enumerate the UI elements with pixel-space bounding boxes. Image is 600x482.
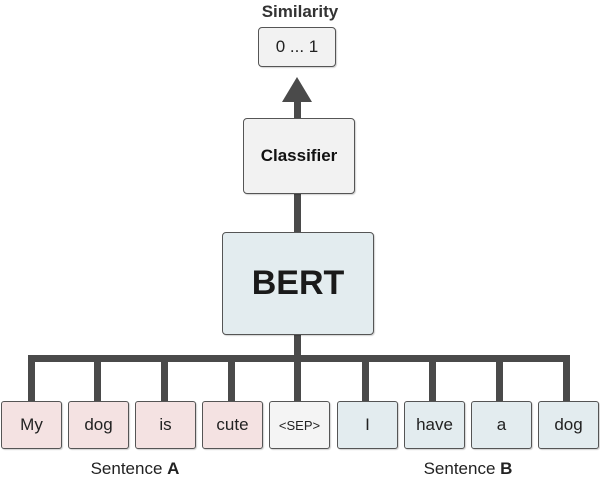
connector-drop-2: [94, 355, 101, 402]
connector-drop-9: [563, 355, 570, 402]
token-sentence-b-3: a: [471, 401, 532, 449]
token-text: cute: [216, 415, 249, 434]
connector-drop-1: [28, 355, 35, 402]
sentence-b-prefix: Sentence: [423, 459, 501, 478]
connector-drop-4: [228, 355, 235, 402]
token-text: dog: [554, 415, 583, 434]
similarity-output-box: 0 ... 1: [258, 27, 336, 67]
connector-drop-6: [362, 355, 369, 402]
similarity-range: 0 ... 1: [275, 37, 319, 56]
bert-box: BERT: [222, 232, 374, 335]
arrow-up-icon: [282, 77, 312, 102]
connector-sim-to-classifier: [294, 100, 301, 119]
token-text: My: [20, 415, 43, 434]
sentence-a-letter: A: [167, 459, 180, 478]
token-text: dog: [84, 415, 113, 434]
token-sentence-a-3: is: [135, 401, 196, 449]
token-sentence-a-2: dog: [68, 401, 129, 449]
sentence-a-prefix: Sentence: [90, 459, 168, 478]
token-text: I: [365, 415, 370, 434]
connector-drop-5: [294, 355, 301, 402]
bert-label: BERT: [251, 264, 345, 302]
token-sentence-b-1: I: [337, 401, 398, 449]
sentence-b-label: Sentence B: [383, 459, 553, 481]
similarity-title: Similarity: [261, 2, 339, 21]
token-text: a: [496, 415, 507, 434]
token-sentence-b-2: have: [404, 401, 465, 449]
token-separator: <SEP>: [269, 401, 330, 449]
token-text: <SEP>: [278, 417, 321, 433]
sentence-a-label: Sentence A: [50, 459, 220, 481]
classifier-label: Classifier: [260, 146, 338, 165]
connector-classifier-to-bert: [294, 194, 301, 233]
token-sentence-a-4: cute: [202, 401, 263, 449]
token-sentence-b-4: dog: [538, 401, 599, 449]
connector-drop-8: [496, 355, 503, 402]
sentence-b-letter: B: [500, 459, 513, 478]
connector-bert-to-bus: [294, 335, 301, 359]
connector-drop-7: [429, 355, 436, 402]
token-text: have: [416, 415, 453, 434]
token-sentence-a-1: My: [1, 401, 62, 449]
token-text: is: [159, 415, 172, 434]
classifier-box: Classifier: [243, 118, 355, 194]
connector-drop-3: [161, 355, 168, 402]
